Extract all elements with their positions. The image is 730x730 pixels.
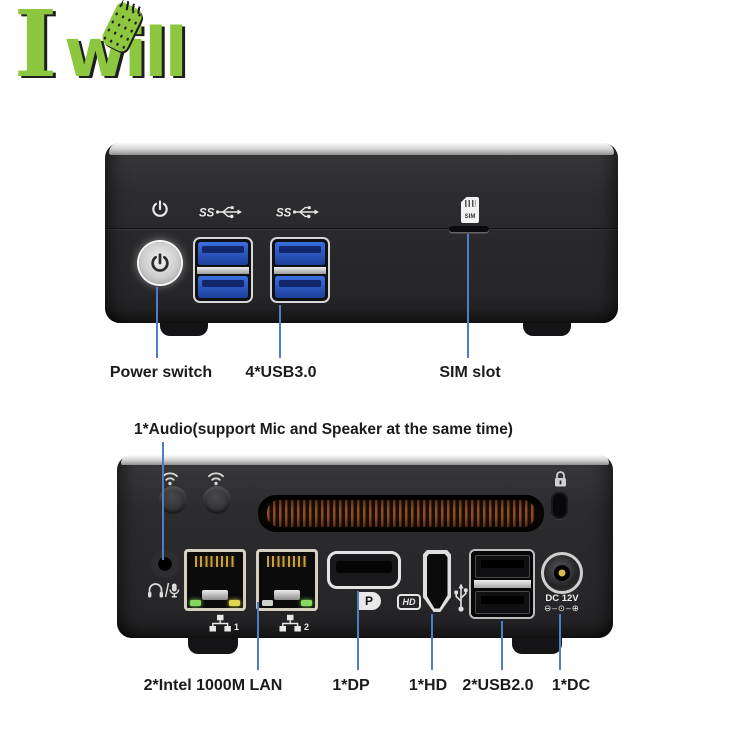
svg-text:SS: SS [199, 207, 215, 219]
usb3-port-stack-2[interactable] [270, 237, 330, 303]
dp-logo-text: P [364, 594, 373, 608]
usb3-port [275, 275, 325, 298]
sim-card-icon: SIM [461, 197, 479, 223]
lan-number: 2 [304, 622, 310, 632]
ethernet-port-1[interactable] [184, 549, 246, 611]
label-dc: 1*DC [551, 677, 591, 694]
label-sim-slot: SIM slot [439, 364, 501, 381]
displayport-port[interactable] [327, 551, 401, 589]
power-symbol-icon [152, 200, 168, 217]
callout-line-dc [559, 614, 561, 670]
power-button-glyph [151, 253, 169, 272]
rj45-pins [195, 556, 235, 567]
network-glyph [209, 614, 231, 632]
dc-power-jack[interactable] [541, 552, 583, 594]
label-usb2: 2*USB2.0 [462, 677, 534, 694]
displayport-logo-icon: P [357, 592, 381, 610]
usb-port-divider [274, 266, 326, 274]
rj45-pins [267, 556, 307, 567]
usb3-port-stack-1[interactable] [193, 237, 253, 303]
label-lan: 2*Intel 1000M LAN [143, 677, 283, 694]
rear-top-face [121, 455, 609, 465]
audio-jack[interactable] [151, 550, 179, 578]
callout-line-lan [257, 602, 259, 670]
vent-grille [258, 495, 544, 532]
rj45-tab [202, 590, 228, 600]
label-usb3: 4*USB3.0 [245, 364, 317, 381]
usb2-port [474, 590, 530, 614]
callout-line-sim [467, 234, 469, 358]
label-audio-note: 1*Audio(support Mic and Speaker at the s… [134, 421, 513, 438]
callout-line-audio [162, 442, 164, 560]
sim-icon-label: SIM [464, 214, 476, 220]
dc-voltage-label: DC 12V [545, 593, 579, 604]
mini-pc-front-view: SS SS [105, 143, 618, 323]
front-top-face [109, 143, 614, 155]
usb3-port [275, 242, 325, 265]
usb-port-divider [473, 580, 531, 588]
lan-number: 1 [234, 622, 240, 632]
usb2-port-stack[interactable] [469, 549, 535, 619]
activity-led-green [301, 600, 312, 606]
antenna-hole-2 [203, 486, 231, 514]
callout-line-dp [357, 591, 359, 670]
hd-logo-text: HD [402, 597, 416, 607]
usb2-port [474, 554, 530, 578]
wifi-icon [208, 472, 224, 486]
vent-fins [267, 500, 535, 527]
sim-slot[interactable] [449, 226, 489, 232]
callout-line-usb3 [279, 305, 281, 358]
callout-line-usb2 [501, 621, 503, 670]
dc-polarity-icon: ⊖–⊙–⊕ [544, 603, 580, 614]
lan-icon-2: 2 [277, 612, 315, 632]
label-power-switch: Power switch [109, 364, 213, 381]
usb3-port [198, 275, 248, 298]
label-hd: 1*HD [408, 677, 448, 694]
network-glyph [279, 614, 301, 632]
callout-line-hd [431, 614, 433, 670]
activity-led-yellow [229, 600, 240, 606]
kensington-lock-slot [551, 492, 568, 519]
power-button[interactable] [139, 242, 181, 284]
usb-superspeed-icon: SS [276, 206, 319, 219]
hdmi-port-inner [426, 553, 448, 609]
dc-caption: DC 12V ⊖–⊙–⊕ [530, 593, 594, 614]
link-led-green [190, 600, 201, 606]
link-led-off [262, 600, 273, 606]
lan-icon-1: 1 [207, 612, 245, 632]
svg-text:SS: SS [276, 207, 292, 219]
usb-superspeed-icon: SS [199, 206, 242, 219]
hdmi-port[interactable] [423, 550, 451, 612]
kensington-lock-icon [555, 471, 566, 487]
usb3-port [198, 242, 248, 265]
label-dp: 1*DP [332, 677, 370, 694]
front-lower-panel [105, 228, 618, 323]
usb-icon [454, 583, 468, 612]
logo-letter-i: I [14, 0, 58, 98]
usb-port-divider [197, 266, 249, 274]
iwill-logo: I will [14, 0, 214, 106]
callout-line-power [156, 287, 158, 358]
hd-logo-icon: HD [397, 594, 421, 610]
mini-pc-rear-view: 1 2 P HD [117, 455, 613, 638]
ethernet-port-2[interactable] [256, 549, 318, 611]
rj45-tab [274, 590, 300, 600]
sim-pins [465, 200, 476, 207]
headphone-mic-icon [148, 582, 180, 598]
